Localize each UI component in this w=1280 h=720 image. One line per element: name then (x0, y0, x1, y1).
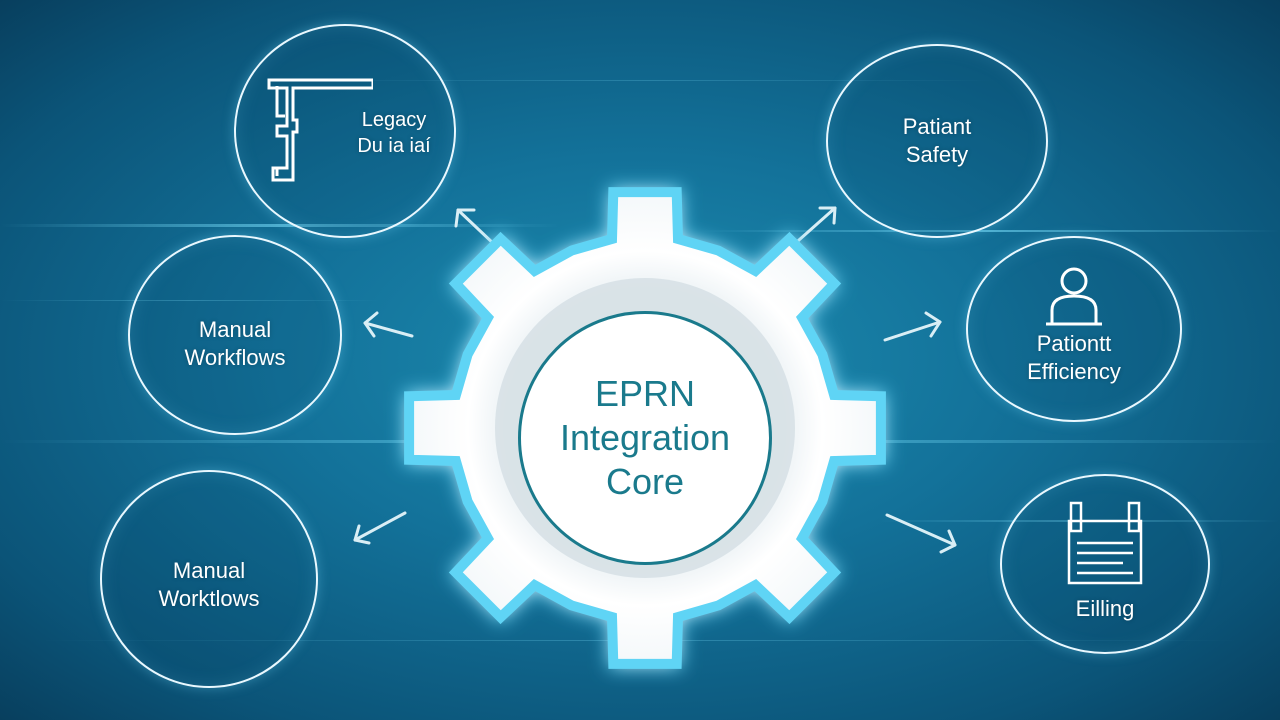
core-circle: EPRN Integration Core (518, 311, 772, 565)
node-patient-safety-line-1: Patiant (902, 114, 972, 139)
node-manual-workflows-top: Manual Workflows (128, 235, 342, 435)
legacy-system-icon (267, 78, 374, 182)
node-patient-efficiency-line-2: Efficiency (1027, 359, 1121, 384)
arrow-to-patient-efficiency (883, 311, 942, 342)
node-patient-safety: Patiant Safety (826, 44, 1048, 238)
core-title-line-1: EPRN (594, 373, 696, 414)
node-manual-workflows-bottom: Manual Worktlows (100, 470, 318, 688)
arrow-to-billing (885, 513, 957, 554)
node-legacy-line-1: Legacy (361, 109, 427, 131)
node-patient-safety-line-2: Safety (905, 142, 969, 167)
node-patient-efficiency-line-1: Pationtt (1036, 331, 1112, 356)
billing-document-icon (1067, 501, 1143, 585)
node-legacy: Legacy Du ia iaí (234, 24, 456, 238)
arrow-to-manual-bottom (353, 511, 407, 545)
arrow-to-legacy (454, 208, 497, 247)
node-manual-bottom-line-1: Manual (172, 558, 246, 583)
node-billing-label: Eilling (1075, 596, 1135, 621)
node-patient-efficiency: Pationtt Efficiency (966, 236, 1182, 422)
node-billing: Eilling (1000, 474, 1210, 654)
person-icon (1046, 267, 1102, 326)
node-manual-bottom-line-2: Worktlows (158, 586, 260, 611)
node-manual-top-line-1: Manual (198, 317, 272, 342)
node-manual-top-line-2: Workflows (184, 345, 286, 370)
node-legacy-line-2: Du ia iaí (357, 135, 431, 157)
arrow-to-manual-top (363, 311, 414, 338)
core-title-line-3: Core (605, 461, 685, 502)
core-title-line-2: Integration (559, 417, 731, 458)
